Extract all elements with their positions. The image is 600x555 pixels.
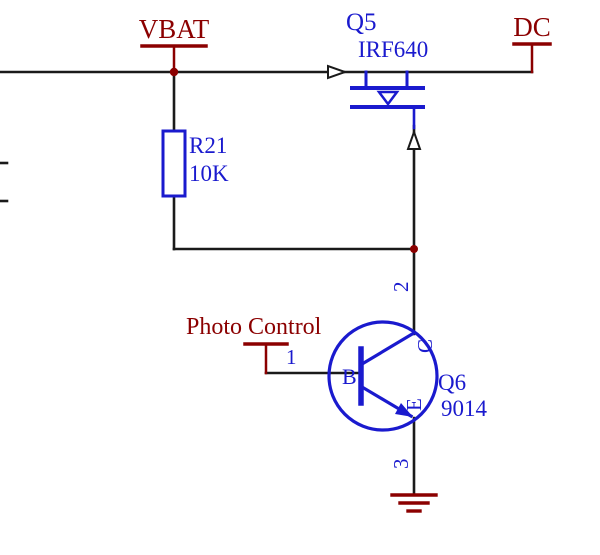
direction-arrow-up-icon <box>406 128 422 150</box>
net-label-vbat: VBAT <box>139 14 210 44</box>
resistor-designator: R21 <box>189 133 227 158</box>
junction-dot-vbat <box>169 67 179 77</box>
mosfet-part-number: IRF640 <box>358 37 428 62</box>
mosfet-substrate-arrow <box>376 90 400 107</box>
transistor-collector-segment <box>359 330 417 367</box>
direction-arrow-right-icon <box>327 64 349 80</box>
pin-number-emitter: 3 <box>389 459 413 470</box>
transistor-emitter-arrowhead <box>395 403 413 417</box>
pin-name-collector: C <box>413 339 437 353</box>
junction-dot-gate-node <box>410 245 418 253</box>
ground-symbol <box>390 493 438 513</box>
pin-name-base: B <box>342 364 357 389</box>
net-vbat: VBAT <box>139 14 210 74</box>
transistor-body <box>327 320 439 432</box>
resistor-body <box>161 129 187 198</box>
pin-name-emitter: E <box>402 398 426 411</box>
transistor-designator: Q6 <box>438 370 466 395</box>
net-label-photo-control: Photo Control <box>186 314 322 340</box>
component-r21: R21 10K <box>161 129 229 198</box>
net-photo-control: Photo Control <box>186 314 322 375</box>
transistor-part-number: 9014 <box>441 396 488 421</box>
net-dc: DC <box>512 12 552 74</box>
pin-number-collector: 2 <box>389 282 413 293</box>
pin-number-base: 1 <box>286 345 297 369</box>
net-label-dc: DC <box>513 12 551 42</box>
resistor-value: 10K <box>189 161 229 186</box>
mosfet-designator: Q5 <box>346 9 377 36</box>
component-q5: Q5 IRF640 <box>346 9 428 130</box>
component-q6: B C E Q6 9014 <box>327 320 488 432</box>
